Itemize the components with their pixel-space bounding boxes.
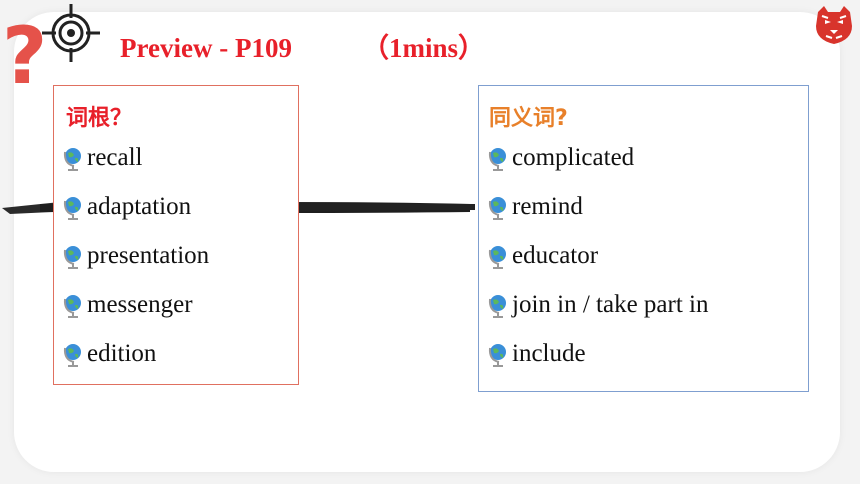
globe-bullet-icon <box>63 344 81 367</box>
synonyms-box: 同义词? complicated remind educator join in… <box>478 85 809 392</box>
question-mark-icon: ? <box>2 12 48 102</box>
list-item: educator <box>487 242 708 291</box>
roots-list: recall adaptation presentation messenger… <box>62 144 209 389</box>
globe-bullet-icon <box>63 197 81 220</box>
synonyms-heading: 同义词? <box>489 106 568 131</box>
synonym-word: join in / take part in <box>512 291 709 318</box>
title-text: Preview - P109 <box>120 33 292 63</box>
globe-bullet-icon <box>488 197 506 220</box>
synonym-word: complicated <box>512 144 635 171</box>
duration-text: （1mins） <box>361 33 485 63</box>
globe-bullet-icon <box>488 344 506 367</box>
list-item: adaptation <box>62 193 209 242</box>
tiger-logo-icon <box>816 6 852 44</box>
globe-bullet-icon <box>63 148 81 171</box>
root-word: edition <box>87 340 157 367</box>
root-word: recall <box>87 144 143 171</box>
list-item: recall <box>62 144 209 193</box>
globe-bullet-icon <box>63 295 81 318</box>
synonym-word: remind <box>512 193 583 220</box>
list-item: remind <box>487 193 708 242</box>
globe-bullet-icon <box>488 246 506 269</box>
crosshair-target-icon <box>42 4 100 62</box>
roots-box: 词根？ recall adaptation presentation messe… <box>53 85 299 385</box>
roots-heading: 词根？ <box>66 106 133 131</box>
root-word: presentation <box>87 242 210 269</box>
synonym-word: include <box>512 340 586 367</box>
globe-bullet-icon <box>488 148 506 171</box>
synonyms-list: complicated remind educator join in / ta… <box>487 144 708 389</box>
list-item: presentation <box>62 242 209 291</box>
synonym-word: educator <box>512 242 599 269</box>
globe-bullet-icon <box>488 295 506 318</box>
root-word: messenger <box>87 291 193 318</box>
slide-title: Preview - P109 （1mins） <box>120 26 485 65</box>
root-word: adaptation <box>87 193 192 220</box>
list-item: messenger <box>62 291 209 340</box>
list-item: complicated <box>487 144 708 193</box>
globe-bullet-icon <box>63 246 81 269</box>
list-item: edition <box>62 340 209 389</box>
list-item: include <box>487 340 708 389</box>
list-item: join in / take part in <box>487 291 708 340</box>
